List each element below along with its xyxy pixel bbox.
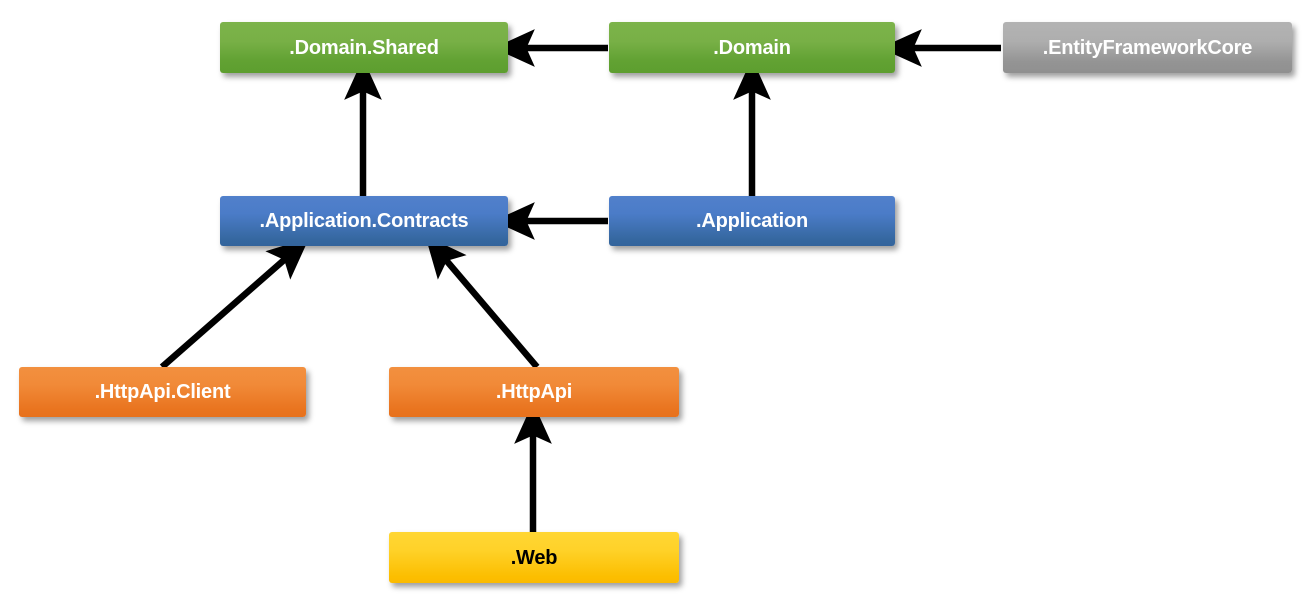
node-label: .Application (695, 210, 809, 232)
node-domain-shared[interactable]: .Domain.Shared (220, 22, 508, 73)
arrow-httpapi-to-application-contracts (425, 235, 540, 370)
arrow-httpapi-client-to-application-contracts (159, 238, 310, 370)
node-httpapi[interactable]: .HttpApi (389, 367, 679, 417)
node-label: .Domain (713, 36, 791, 59)
node-entityframeworkcore[interactable]: .EntityFrameworkCore (1003, 22, 1292, 73)
node-label: .Domain.Shared (289, 36, 439, 59)
node-label: .HttpApi (495, 381, 573, 403)
node-label: .HttpApi.Client (94, 381, 231, 403)
node-web[interactable]: .Web (389, 532, 679, 583)
node-label: .Web (510, 546, 558, 569)
node-domain[interactable]: .Domain (609, 22, 895, 73)
node-label: .Application.Contracts (259, 210, 469, 232)
node-application-contracts[interactable]: .Application.Contracts (220, 196, 508, 246)
node-label: .EntityFrameworkCore (1042, 36, 1253, 59)
node-httpapi-client[interactable]: .HttpApi.Client (19, 367, 306, 417)
node-application[interactable]: .Application (609, 196, 895, 246)
